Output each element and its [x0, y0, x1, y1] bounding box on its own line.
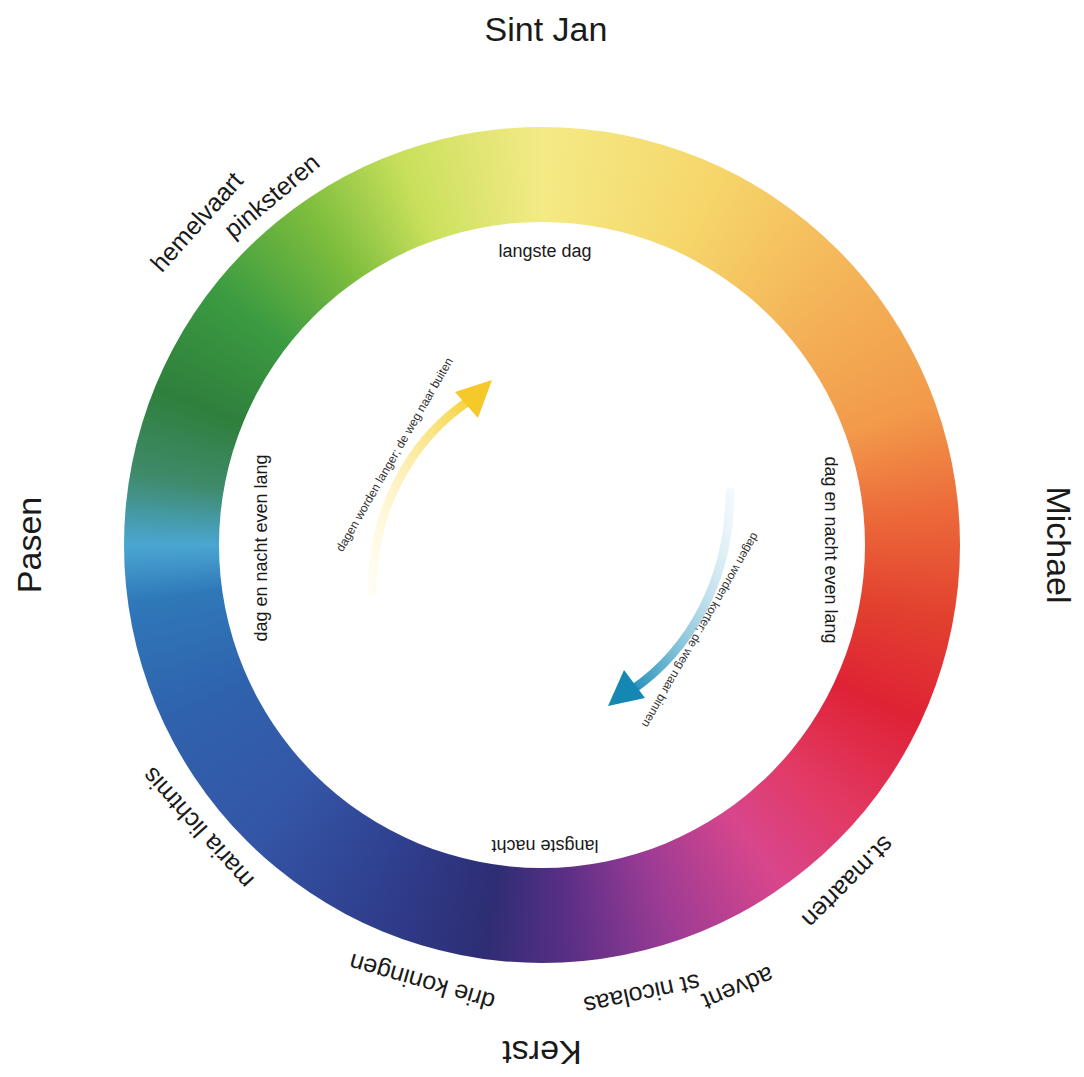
inner-circle	[219, 222, 865, 868]
inner-label: langste nacht	[491, 835, 598, 855]
feast-label: drie koningen	[346, 948, 498, 1016]
inner-label: dag en nacht even lang	[252, 454, 272, 641]
inner-label: langste dag	[498, 242, 591, 262]
inner-label: dag en nacht even lang	[820, 456, 840, 643]
feast-label: st nicolaas	[581, 968, 702, 1019]
season-title: Michael	[1039, 486, 1076, 603]
season-title: Sint Jan	[485, 11, 608, 48]
feast-label: advent	[698, 961, 778, 1016]
season-title: Kerst	[502, 1033, 581, 1070]
season-title: Pasen	[11, 497, 48, 593]
